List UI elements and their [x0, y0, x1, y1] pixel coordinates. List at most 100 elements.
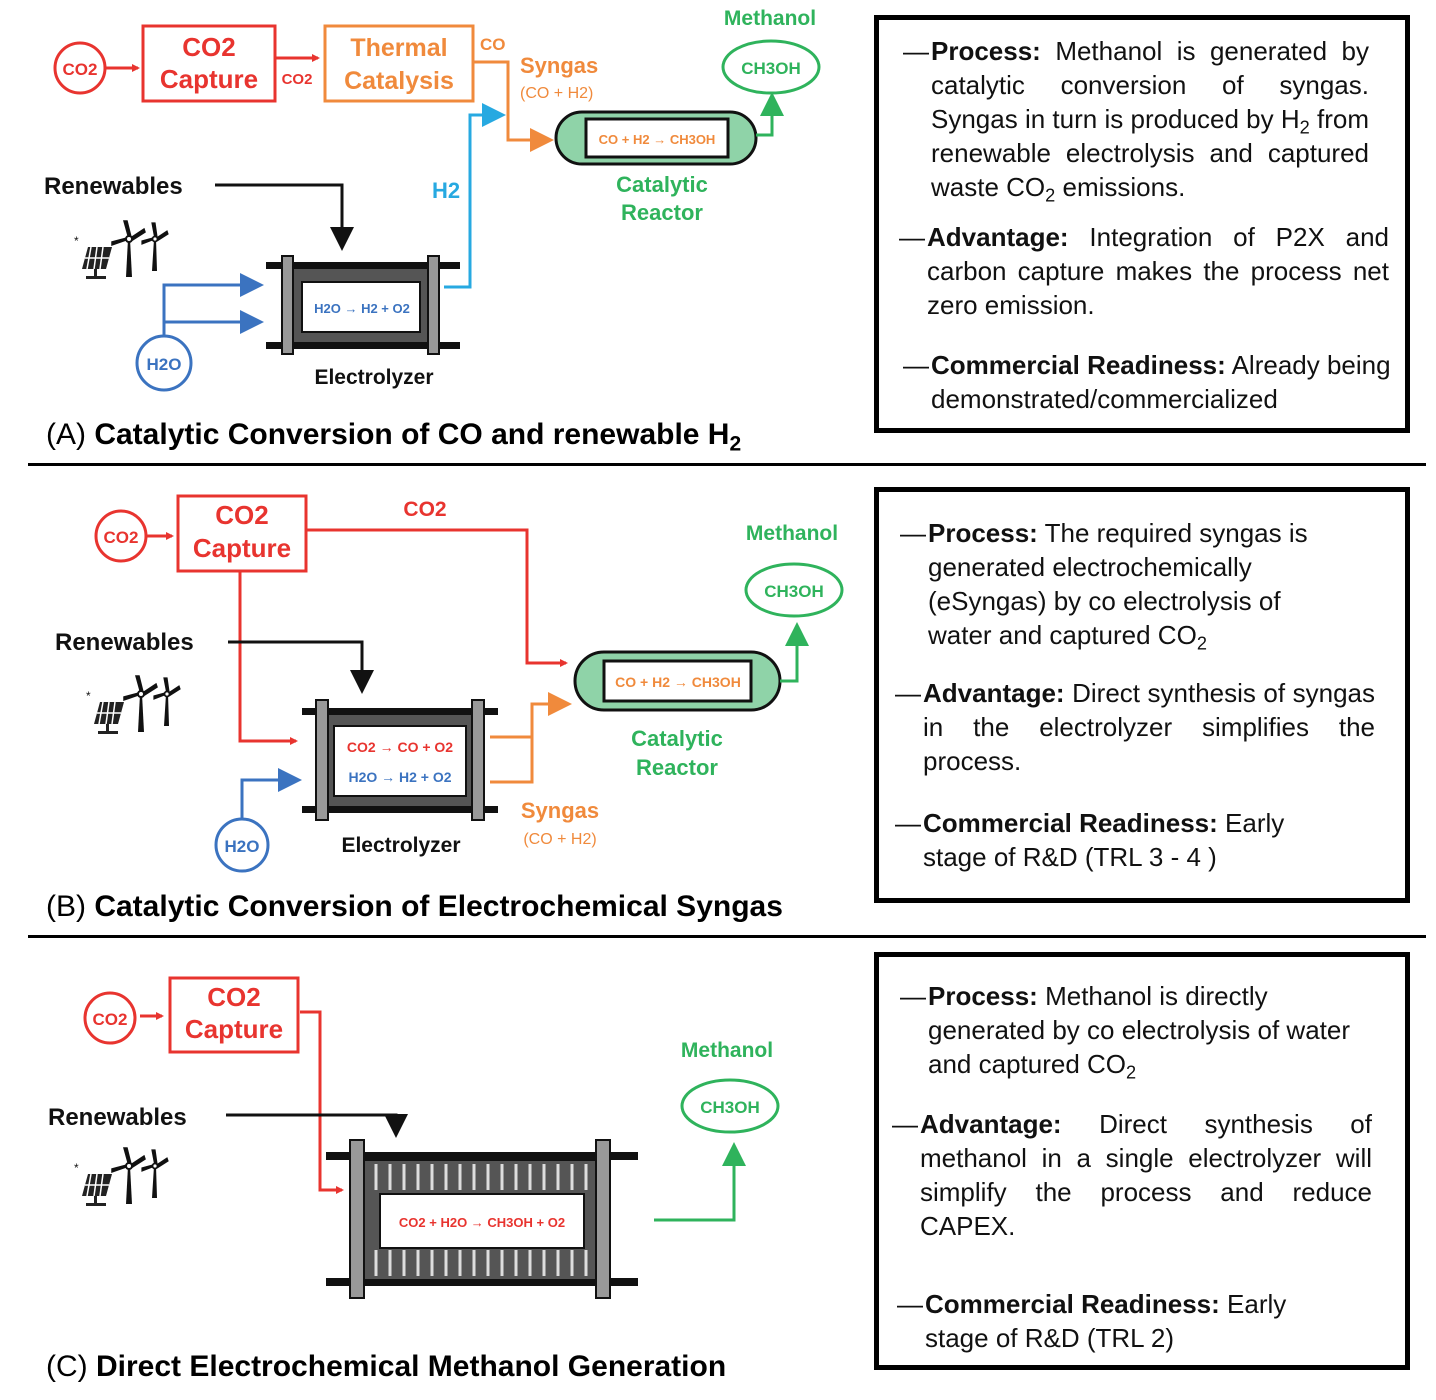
h2-flow-label-a: H2	[432, 178, 460, 203]
reactor-window-b	[602, 659, 753, 703]
co2-capture-box-a	[141, 24, 277, 103]
arrow-icon	[162, 273, 264, 336]
syngas-comp-b: (CO + H2)	[523, 831, 596, 848]
readiness-text-b: Early stage of R&D (TRL 3 - 4 )	[923, 808, 1285, 872]
co2-flow-label-b: CO2	[403, 498, 446, 521]
advantage-item-b: —Advantage: Direct synthesis of syngas i…	[895, 678, 1375, 776]
capture-title-c: CO2	[207, 982, 260, 1012]
process-text-a: Methanol is generated by catalytic conve…	[931, 36, 1369, 134]
caption-b-prefix: (B)	[46, 890, 95, 923]
divider-1	[28, 463, 1426, 466]
co-flow-label: CO	[480, 35, 506, 54]
readiness-item-a: —Commercial Readiness: Already being dem…	[903, 350, 1391, 414]
process-text2-a: from renewable electrolysis and captured…	[931, 104, 1369, 202]
panel-c-diagram: CO2 CO2 Capture Renewables CO2 + H2O → C…	[48, 976, 780, 1299]
solar-panel-icon	[73, 1147, 169, 1207]
reactor-label-2-b: Reactor	[636, 755, 718, 780]
caption-b-title: Catalytic Conversion of Electrochemical …	[94, 890, 783, 923]
reactor-eq-a: CO + H2 → CH3OH	[599, 132, 716, 147]
info-box-c: —Process: Methanol is directly generated…	[874, 952, 1410, 1370]
readiness-label-a: Commercial Readiness:	[931, 350, 1226, 380]
renewables-label-c: Renewables	[48, 1104, 187, 1131]
readiness-text-a: Already being demonstrated/commercialize…	[931, 350, 1391, 414]
divider-2	[28, 935, 1426, 938]
process-text-b: The required syngas is generated electro…	[928, 518, 1308, 650]
advantage-item-c: —Advantage: Direct synthesis of methanol…	[892, 1109, 1372, 1241]
panel-a-diagram: CO2 CO2 Capture CO2 Thermal Catalysis CO…	[44, 7, 821, 392]
info-box-b: —Process: The required syngas is generat…	[874, 487, 1410, 903]
thermal-label-1: Thermal	[350, 34, 447, 62]
caption-c-prefix: (C)	[46, 1350, 96, 1383]
arrow-icon	[306, 528, 568, 667]
electrolyzer-label-b: Electrolyzer	[341, 834, 460, 857]
methanol-formula-b: CH3OH	[764, 582, 824, 601]
readiness-label-c: Commercial Readiness:	[925, 1289, 1220, 1319]
thermal-label-2: Catalysis	[344, 67, 454, 95]
readiness-item-c: —Commercial Readiness: Early stage of R&…	[897, 1289, 1287, 1353]
caption-a-title: Catalytic Conversion of CO and renewable…	[94, 418, 730, 451]
process-text-c: Methanol is directly generated by co ele…	[928, 981, 1350, 1079]
process-sub2-a: 2	[1045, 185, 1056, 206]
co2-bubble-label-c: CO2	[93, 1010, 128, 1029]
arrow-icon	[226, 1113, 408, 1138]
readiness-item-b: —Commercial Readiness: Early stage of R&…	[895, 808, 1285, 872]
arrow-icon	[756, 92, 784, 137]
syngas-merge-line	[490, 704, 534, 784]
electrolyzer-eq-c: CO2 + H2O → CH3OH + O2	[399, 1215, 565, 1230]
syngas-label-b: Syngas	[521, 798, 599, 823]
readiness-text-c: Early stage of R&D (TRL 2)	[925, 1289, 1287, 1353]
process-item-c: —Process: Methanol is directly generated…	[900, 981, 1350, 1083]
electrolyzer-c-plates	[374, 1164, 588, 1276]
syngas-comp-a: (CO + H2)	[520, 85, 593, 102]
arrow-icon	[444, 103, 506, 289]
co2-bubble-label-b: CO2	[104, 528, 139, 547]
advantage-text-b: Direct synthesis of syngas in the electr…	[923, 678, 1375, 776]
co2-capture-box-b	[176, 494, 308, 573]
solar-panel-icon	[85, 675, 181, 735]
arrow-icon	[215, 183, 354, 251]
reactor-label-1-a: Catalytic	[616, 172, 708, 197]
arrow-icon	[654, 1142, 746, 1222]
arrow-icon	[228, 640, 374, 694]
advantage-label-b: Advantage:	[923, 678, 1065, 708]
reactor-label-1-b: Catalytic	[631, 726, 723, 751]
advantage-label-c: Advantage:	[920, 1109, 1062, 1139]
panel-b-diagram: CO2 CO2 Capture CO2 CO + H2 → CH3OH Cata…	[55, 494, 844, 873]
electrolyzer-b	[302, 699, 498, 821]
process-label-c: Process:	[928, 981, 1038, 1011]
caption-a: (A) Catalytic Conversion of CO and renew…	[46, 418, 741, 454]
process-text3-a: emissions.	[1055, 172, 1186, 202]
arrow-icon	[780, 622, 809, 683]
process-label-b: Process:	[928, 518, 1038, 548]
reactor-eq-b: CO + H2 → CH3OH	[615, 674, 741, 690]
arrow-icon	[240, 768, 302, 819]
syngas-label-a: Syngas	[520, 53, 598, 78]
renewables-label-a: Renewables	[44, 173, 183, 200]
water-label-a: H2O	[147, 355, 182, 374]
arrow-icon	[238, 571, 298, 745]
reactor-label-2-a: Reactor	[621, 200, 703, 225]
arrow-icon	[490, 692, 572, 739]
methanol-label-b: Methanol	[746, 522, 838, 545]
electrolyzer-c	[326, 1139, 638, 1299]
process-sub-b: 2	[1196, 633, 1207, 654]
co2-source-bubble-c	[83, 991, 137, 1045]
caption-b: (B) Catalytic Conversion of Electrochemi…	[46, 890, 783, 924]
advantage-item-a: —Advantage: Integration of P2X and carbo…	[899, 222, 1389, 320]
caption-c-title: Direct Electrochemical Methanol Generati…	[95, 1350, 727, 1383]
caption-c: (C) Direct Electrochemical Methanol Gene…	[46, 1350, 726, 1384]
process-item-a: —Process: Methanol is generated by catal…	[903, 36, 1369, 206]
methanol-bubble-c	[680, 1078, 780, 1134]
reactor-window-a	[584, 117, 730, 159]
electrolyzer-eq2-b: H2O → H2 + O2	[348, 769, 451, 785]
renewables-label-b: Renewables	[55, 629, 194, 656]
co2-bubble-label-a: CO2	[63, 60, 98, 79]
arrow-icon	[300, 1010, 344, 1194]
process-item-b: —Process: The required syngas is generat…	[900, 518, 1308, 654]
advantage-text-c: Direct synthesis of methanol in a single…	[920, 1109, 1372, 1241]
electrolyzer-eq-a: H2O → H2 + O2	[314, 301, 410, 316]
electrolyzer-a	[266, 255, 460, 355]
readiness-label-b: Commercial Readiness:	[923, 808, 1218, 838]
advantage-label-a: Advantage:	[927, 222, 1069, 252]
